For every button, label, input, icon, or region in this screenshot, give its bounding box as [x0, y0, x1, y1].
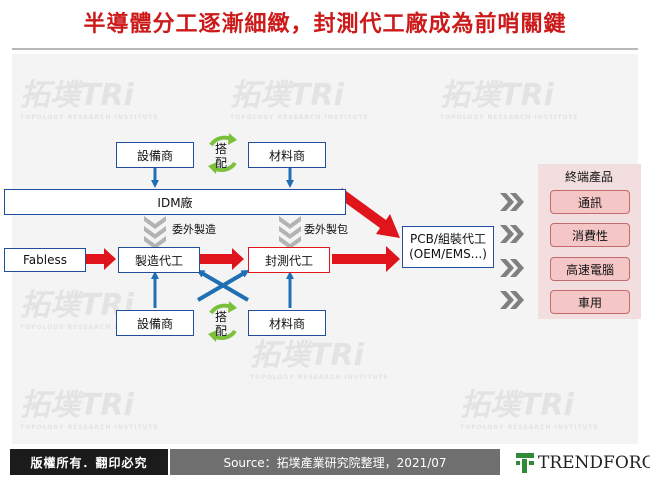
equipment-supplier-bottom: 設備商: [116, 310, 194, 336]
trendforce-logo-icon: [516, 453, 534, 473]
chevrons-down-right: [279, 216, 301, 249]
pairing-label-top: 搭配: [214, 142, 227, 170]
end-product-hpc: 高速電腦: [550, 257, 630, 281]
osat-box: 封測代工: [248, 247, 330, 273]
arrow-osat-to-pcb: [332, 246, 400, 272]
end-product-communication: 通訊: [550, 190, 630, 214]
copyright-notice: 版權所有．翻印必究: [10, 449, 168, 475]
outsource-packaging-label: 委外製包: [304, 223, 348, 236]
material-supplier-bottom: 材料商: [248, 310, 326, 336]
recycle-icon-top: [208, 133, 237, 174]
chevrons-down-left: [144, 216, 166, 249]
pcb-assembly-line1: PCB/組裝代工: [410, 232, 486, 246]
material-supplier-top: 材料商: [248, 142, 326, 168]
recycle-icon-bottom: [208, 301, 237, 342]
arrow-fabless-to-foundry: [86, 248, 116, 270]
pcb-assembly-line2: (OEM/EMS...): [409, 247, 487, 261]
equipment-supplier-top: 設備商: [116, 142, 194, 168]
idm-box: IDM廠: [4, 189, 346, 215]
page-title: 半導體分工逐漸細緻，封測代工廠成為前哨關鍵: [83, 11, 567, 37]
outsource-manufacturing-label: 委外製造: [172, 223, 216, 236]
fabless-box: Fabless: [4, 248, 86, 272]
arrow-cross-to-foundry: [196, 269, 250, 302]
arrow-foundry-to-osat: [200, 248, 244, 270]
pcb-assembly-box: PCB/組裝代工 (OEM/EMS...): [402, 226, 494, 268]
arrow-idm-to-pcb: [336, 188, 400, 238]
trendforce-logo-text: TRENDFORCE: [538, 453, 650, 473]
pairing-label-bottom: 搭配: [214, 310, 227, 338]
end-product-consumer: 消費性: [550, 223, 630, 247]
title-divider: [12, 48, 638, 50]
chevrons-right: [500, 193, 524, 309]
foundry-box: 製造代工: [118, 247, 200, 273]
source-note: Source：拓墣產業研究院整理，2021/07: [170, 449, 500, 475]
end-products-title: 終端產品: [565, 170, 614, 184]
end-product-automotive: 車用: [550, 290, 630, 314]
